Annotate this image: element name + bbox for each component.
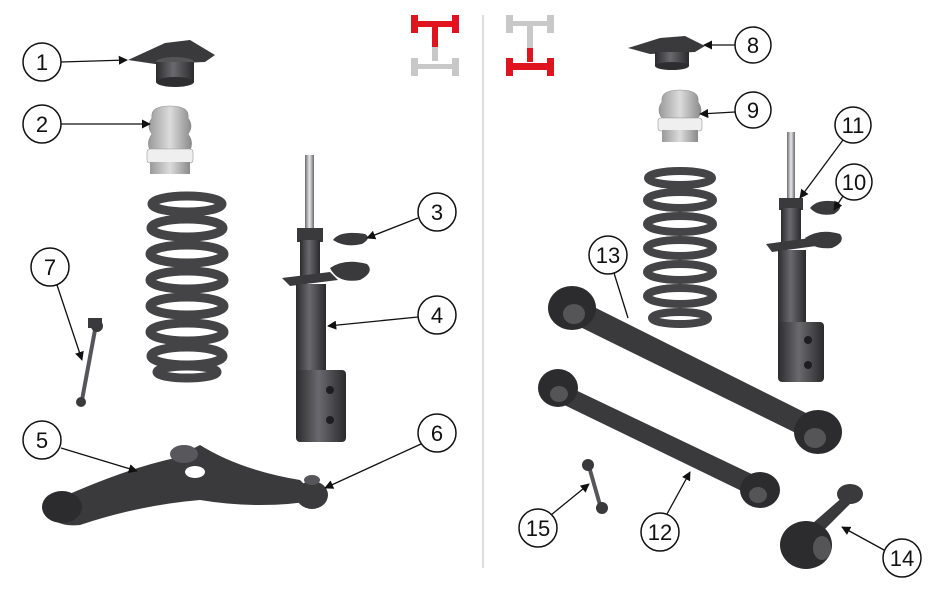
callout-9: 9: [699, 91, 772, 129]
front-sway-bar-link: [76, 318, 103, 407]
callout-11: 11: [799, 106, 872, 199]
callout-1: 1: [22, 42, 128, 82]
callout-12: 12: [640, 471, 691, 552]
callout-3: 3: [366, 192, 457, 240]
callout-13: 13: [588, 235, 629, 319]
callout-6: 6: [324, 413, 457, 489]
front-coil-spring: [145, 191, 229, 383]
rear-strut-top-mount: [628, 36, 705, 70]
callout-number: 4: [431, 303, 443, 328]
callout-7: 7: [30, 247, 84, 361]
callout-number: 15: [526, 516, 550, 541]
front-strut-top-mount: [128, 40, 215, 87]
callout-8: 8: [703, 26, 772, 64]
callout-number: 7: [44, 255, 56, 280]
callout-number: 1: [36, 50, 48, 75]
callout-number: 5: [36, 428, 48, 453]
callout-number: 9: [747, 98, 759, 123]
callout-2: 2: [22, 104, 151, 144]
callout-10: 10: [833, 163, 873, 211]
rear-lower-control-arm: [538, 369, 780, 508]
callout-number: 11: [842, 113, 865, 138]
callout-5: 5: [22, 420, 138, 473]
chassis-rear-axle-highlighted-icon: [506, 15, 554, 76]
front-ball-joint: [296, 475, 328, 509]
callout-number: 14: [890, 546, 914, 571]
rear-bump-stop: [657, 89, 703, 142]
callout-number: 2: [36, 112, 48, 137]
rear-upper-control-arm: [548, 286, 842, 454]
callout-number: 13: [596, 243, 620, 268]
front-strut-assembly: [282, 155, 346, 442]
front-lower-control-arm: [42, 445, 320, 526]
rear-sway-bar-link: [582, 459, 608, 514]
callout-number: 8: [747, 33, 759, 58]
front-bump-stop: [146, 105, 194, 174]
callout-number: 6: [431, 421, 443, 446]
callout-14: 14: [841, 526, 922, 578]
rear-trailing-arm: [780, 484, 863, 569]
callout-15: 15: [518, 483, 590, 548]
callout-number: 3: [431, 200, 443, 225]
callout-number: 10: [842, 170, 866, 195]
callout-number: 12: [648, 520, 672, 545]
rear-coil-spring: [643, 167, 717, 328]
rear-strut-assembly: [766, 132, 824, 382]
chassis-front-axle-highlighted-icon: [411, 15, 459, 76]
front-spring-seat: [330, 232, 370, 281]
callout-4: 4: [327, 295, 457, 335]
